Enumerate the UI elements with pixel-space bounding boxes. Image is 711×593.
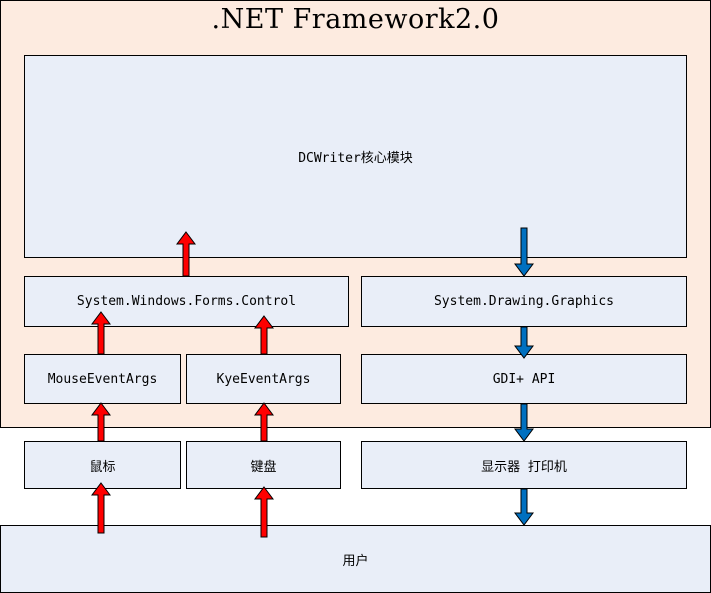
drawing-graphics-box: System.Drawing.Graphics xyxy=(361,276,687,327)
output-devices-label: 显示器 打印机 xyxy=(481,459,567,475)
key-event-args-box: KyeEventArgs xyxy=(186,354,341,404)
user-label: 用户 xyxy=(342,553,369,569)
dcwriter-core-label: DCWriter核心模块 xyxy=(298,151,413,166)
framework-title: .NET Framework2.0 xyxy=(211,4,500,35)
keyboard-label: 键盘 xyxy=(250,459,277,475)
keyboard-box: 键盘 xyxy=(186,441,341,489)
forms-control-label: System.Windows.Forms.Control xyxy=(76,294,297,309)
gdi-api-label: GDI+ API xyxy=(492,371,556,387)
drawing-graphics-label: System.Drawing.Graphics xyxy=(433,294,614,309)
arrow-devices-to-user xyxy=(514,488,534,526)
forms-control-box: System.Windows.Forms.Control xyxy=(24,276,349,327)
user-box: 用户 xyxy=(0,525,711,593)
mouse-event-args-label: MouseEventArgs xyxy=(47,371,158,387)
mouse-event-args-box: MouseEventArgs xyxy=(24,354,181,404)
output-devices-box: 显示器 打印机 xyxy=(361,441,687,489)
gdi-api-box: GDI+ API xyxy=(361,354,687,404)
dcwriter-core-box: DCWriter核心模块 xyxy=(24,55,687,258)
mouse-box: 鼠标 xyxy=(24,441,181,489)
mouse-label: 鼠标 xyxy=(89,459,116,475)
key-event-args-label: KyeEventArgs xyxy=(216,371,311,387)
